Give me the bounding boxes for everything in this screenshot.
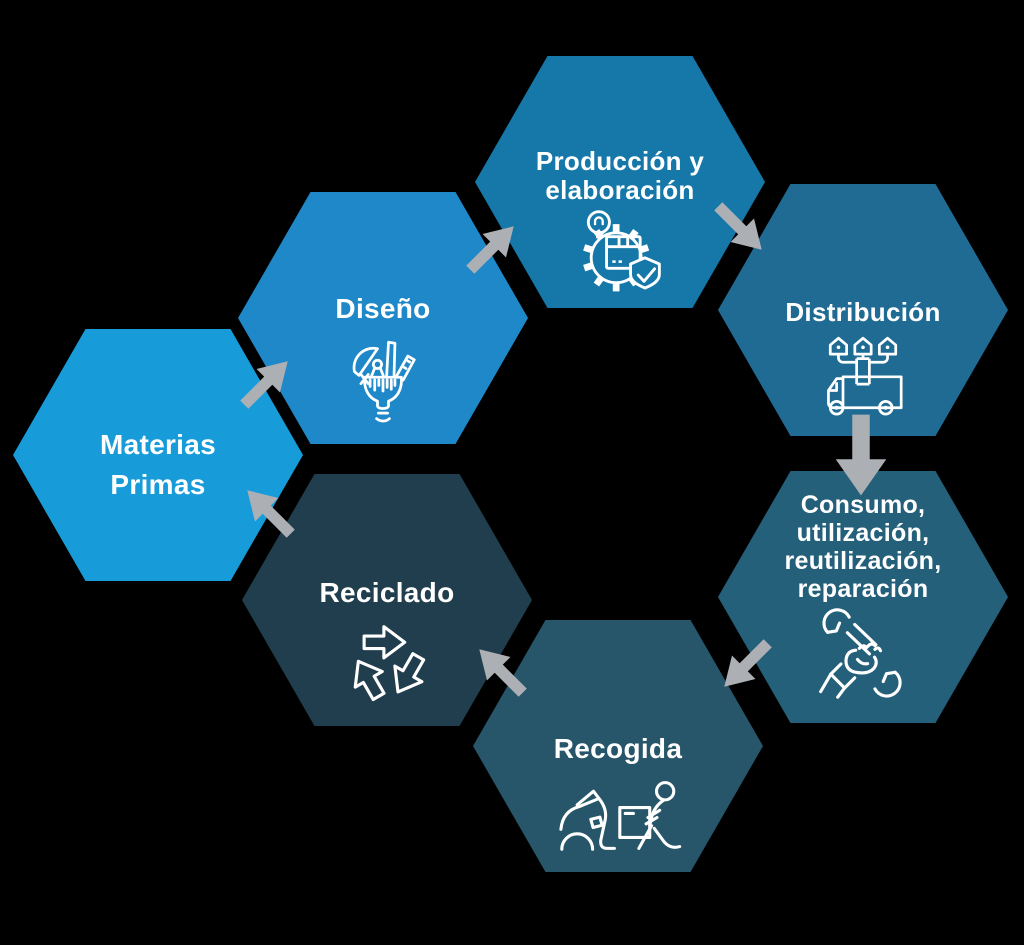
label-reciclado: Reciclado xyxy=(242,578,532,608)
hexagon-reciclado: Reciclado xyxy=(242,474,532,726)
arrow-distribucion-to-consumo xyxy=(835,414,887,496)
design-lightbulb-tools-icon xyxy=(352,340,416,423)
label-line: Recogida xyxy=(553,733,683,764)
label-line: elaboración xyxy=(545,175,695,205)
hexagon-recogida: Recogida xyxy=(473,620,763,872)
arrow-shape xyxy=(835,414,887,496)
label-line: Distribución xyxy=(785,297,941,327)
hand-wrench-icon xyxy=(819,608,902,699)
arrow-shape xyxy=(714,202,762,250)
hexagon-shape xyxy=(242,474,532,726)
label-line: Consumo, xyxy=(800,491,926,519)
arrow-shape xyxy=(240,361,288,409)
arrow-shape xyxy=(247,490,295,538)
label-line: Producción y xyxy=(535,146,705,176)
hexagon-materias-primas: Materias Primas xyxy=(13,329,303,581)
arrow-shape xyxy=(479,649,527,697)
hexagon-distribucion: Distribución xyxy=(718,184,1008,436)
label-line: reutilización, xyxy=(784,547,942,575)
hexagon-produccion-elaboracion: Producción y elaboración xyxy=(475,56,765,308)
label-produccion-elaboracion: Producción y elaboración xyxy=(475,147,765,205)
label-line: utilización, xyxy=(796,519,930,547)
delivery-truck-routes-icon xyxy=(827,336,903,416)
label-line: Primas xyxy=(110,469,206,500)
label-line: Diseño xyxy=(335,293,431,324)
arrow-produccion-to-distribucion xyxy=(714,202,762,250)
hexagon-consumo-utilizacion: Consumo, utilización, reutilización, rep… xyxy=(718,471,1008,723)
label-diseno: Diseño xyxy=(238,294,528,324)
label-line: reparación xyxy=(797,575,929,603)
gear-package-check-icon xyxy=(583,210,661,292)
arrow-shape xyxy=(724,639,772,687)
label-line: Reciclado xyxy=(319,577,455,608)
hexagon-shape xyxy=(238,192,528,444)
label-distribucion: Distribución xyxy=(718,298,1008,327)
arrow-diseno-to-produccion xyxy=(466,226,514,274)
arrow-consumo-to-recogida xyxy=(724,639,772,687)
arrow-materias-primas-to-diseno xyxy=(240,361,288,409)
arrow-recogida-to-reciclado xyxy=(479,649,527,697)
label-line: Materias xyxy=(99,429,216,460)
label-materias-primas: Materias Primas xyxy=(13,425,303,505)
car-person-box-icon xyxy=(559,781,682,851)
label-consumo-utilizacion: Consumo, utilización, reutilización, rep… xyxy=(718,491,1008,603)
recycle-arrows-icon xyxy=(353,625,426,702)
arrow-reciclado-to-materias-primas xyxy=(247,490,295,538)
arrow-shape xyxy=(466,226,514,274)
hexagon-diseno: Diseño xyxy=(238,192,528,444)
label-recogida: Recogida xyxy=(473,734,763,764)
